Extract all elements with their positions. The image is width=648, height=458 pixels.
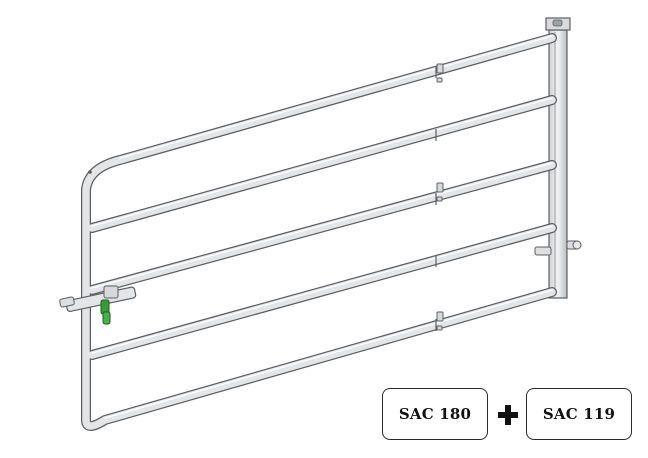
product-code-badge-sac-119: SAC 119 bbox=[526, 388, 632, 440]
hinge-post bbox=[545, 17, 571, 299]
latch-assembly bbox=[59, 285, 137, 313]
adjustment-bolts bbox=[436, 63, 444, 331]
weld-mark bbox=[88, 170, 92, 174]
product-code-badge-sac-180: SAC 180 bbox=[382, 388, 488, 440]
gate-pipes bbox=[81, 33, 557, 431]
plus-icon bbox=[498, 405, 518, 425]
latch-handle-green bbox=[100, 299, 111, 325]
hinge-pins bbox=[534, 240, 582, 256]
